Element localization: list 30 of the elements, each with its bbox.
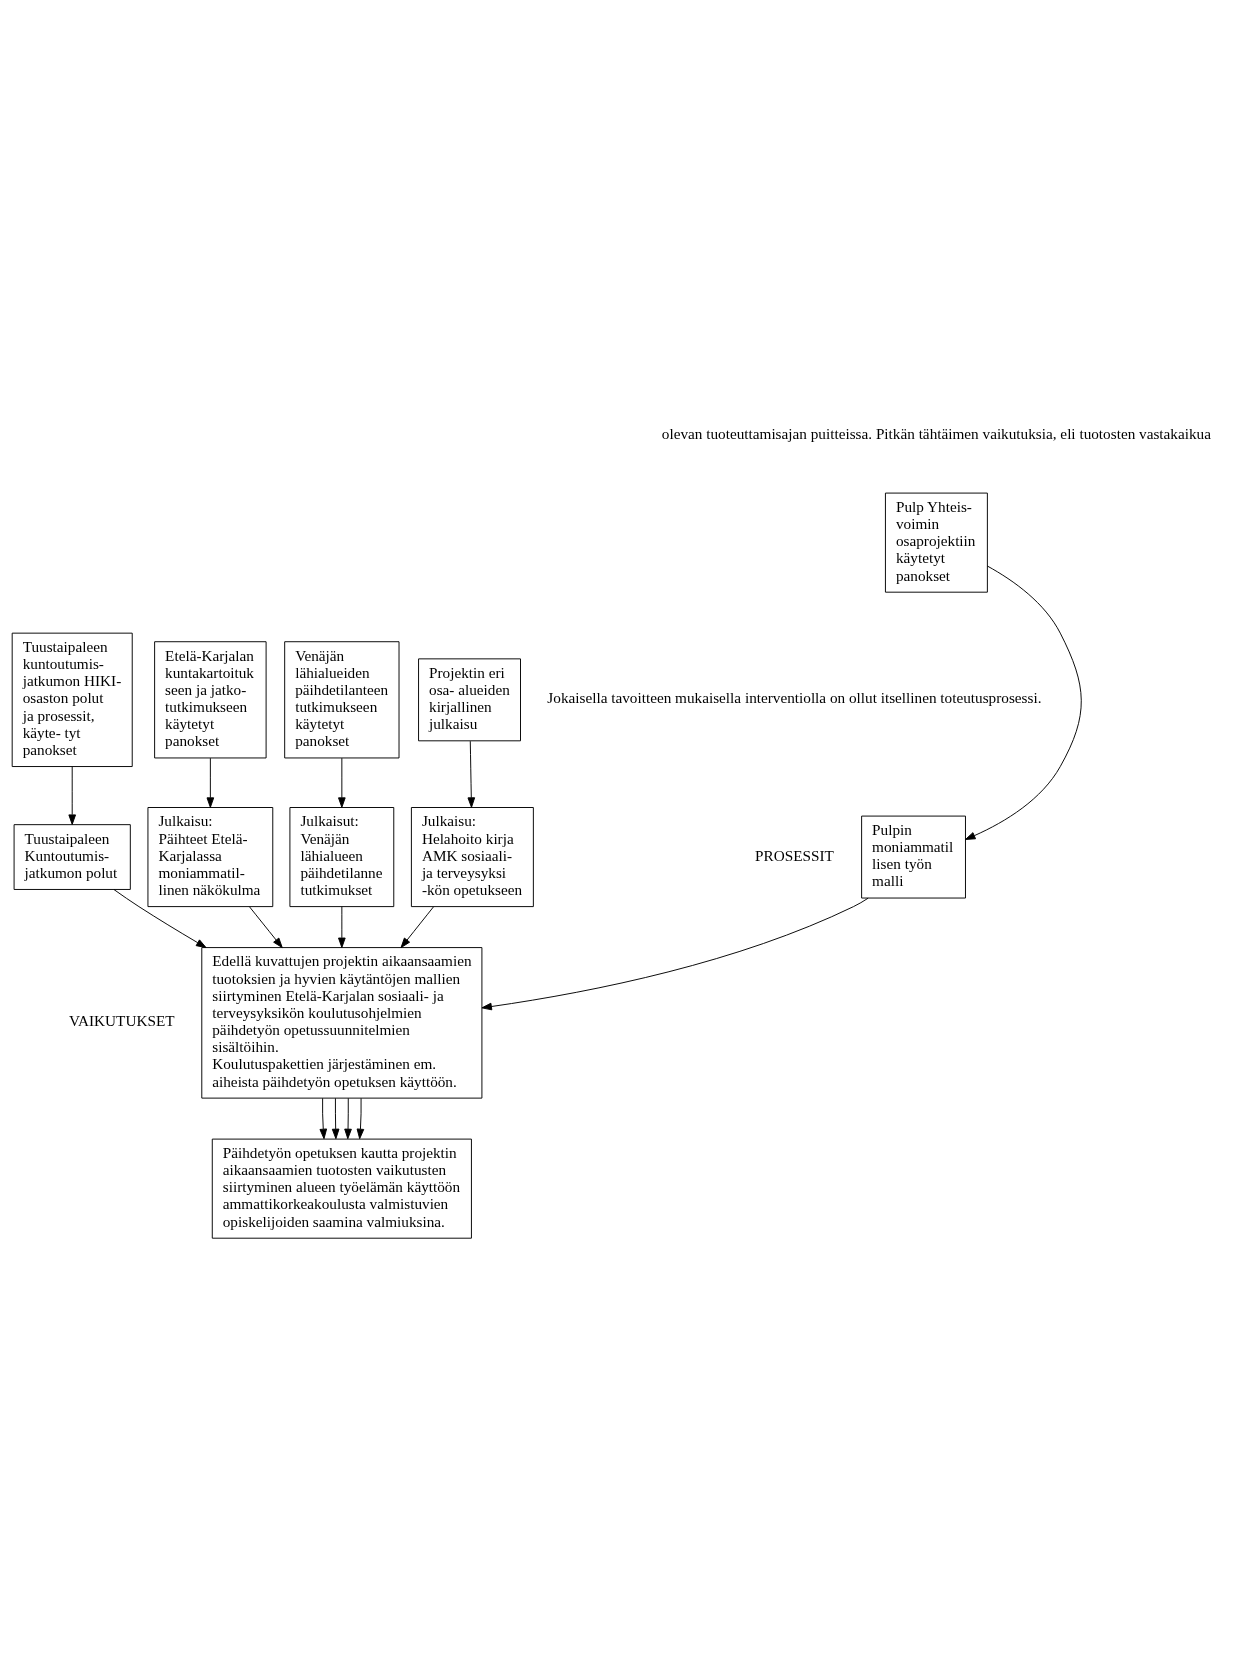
arrow xyxy=(344,1097,352,1140)
arrow xyxy=(331,1097,340,1140)
arrow xyxy=(68,766,76,825)
node-box: Etelä-Karjalan kuntakartoituk seen ja jatko- tutkimukseen käytetyt panokset xyxy=(154,641,267,759)
arrow xyxy=(338,906,346,949)
arrow xyxy=(338,757,346,808)
arrow xyxy=(965,565,1082,840)
arrow xyxy=(467,740,476,808)
arrow xyxy=(206,757,215,808)
arrow xyxy=(248,906,283,949)
arrow xyxy=(113,889,207,949)
label: VAIKUTUKSET xyxy=(68,1012,175,1030)
label: Jokaisella tavoitteen mukaisella interventiolla on ollut itsellinen toteutusprosessi. xyxy=(547,689,1042,707)
node-box: Tuustaipaleen Kuntoutumis- jatkumon polut xyxy=(13,824,131,890)
node-box: Julkaisu: Helahoito kirja AMK sosiaali- ja terveysyksi -kön opetukseen xyxy=(410,807,534,908)
node-box: Projektin eri osa- alueiden kirjallinen julkaisu xyxy=(418,658,521,742)
node-box: Julkaisut: Venäjän lähialueen päihdetilanne tutkimukset xyxy=(289,807,395,908)
label: olevan tuoteuttamisajan puitteissa. Pitkän tähtäimen vaikutuksia, eli tuotosten vastakaikua xyxy=(661,424,1211,442)
node-box: Päihdetyön opetuksen kautta projektin aikaansaamien tuotosten vaikutusten siirtyminen alueen työelämän käyttöön ammattikorkeakoulusta valmistuvien opiskelijoiden saamina valmiuksina. xyxy=(211,1138,472,1239)
node-box: Pulp Yhteis- voimin osaprojektiin käytetyt panokset xyxy=(884,492,988,593)
arrow xyxy=(356,1097,365,1140)
label: PROSESSIT xyxy=(755,846,834,864)
node-box: Pulpin moniammatil lisen työn malli xyxy=(861,815,966,899)
arrow xyxy=(481,897,869,1011)
node-box: Edellä kuvattujen projektin aikaansaamien tuotoksien ja hyvien käytäntöjen mallien siirtyminen Etelä-Karjalan sosiaali- ja terveysyksikön koulutusohjelmien päihdetyön opetussuunnitelmien sisältöihin. Koulutuspakettien järjestäminen em. aiheista päihdetyön opetuksen käyttöön. xyxy=(201,947,483,1099)
arrow xyxy=(319,1097,328,1140)
node-box: Venäjän lähialueiden päihdetilanteen tutkimukseen käytetyt panokset xyxy=(284,641,400,759)
arrow xyxy=(400,906,435,949)
node-box: Tuustaipaleen kuntoutumis- jatkumon HIKI- osaston polut ja prosessit, käyte- tyt panokset xyxy=(11,632,133,767)
node-box: Julkaisu: Päihteet Etelä- Karjalassa moniammatil- linen näkökulma xyxy=(147,807,274,908)
